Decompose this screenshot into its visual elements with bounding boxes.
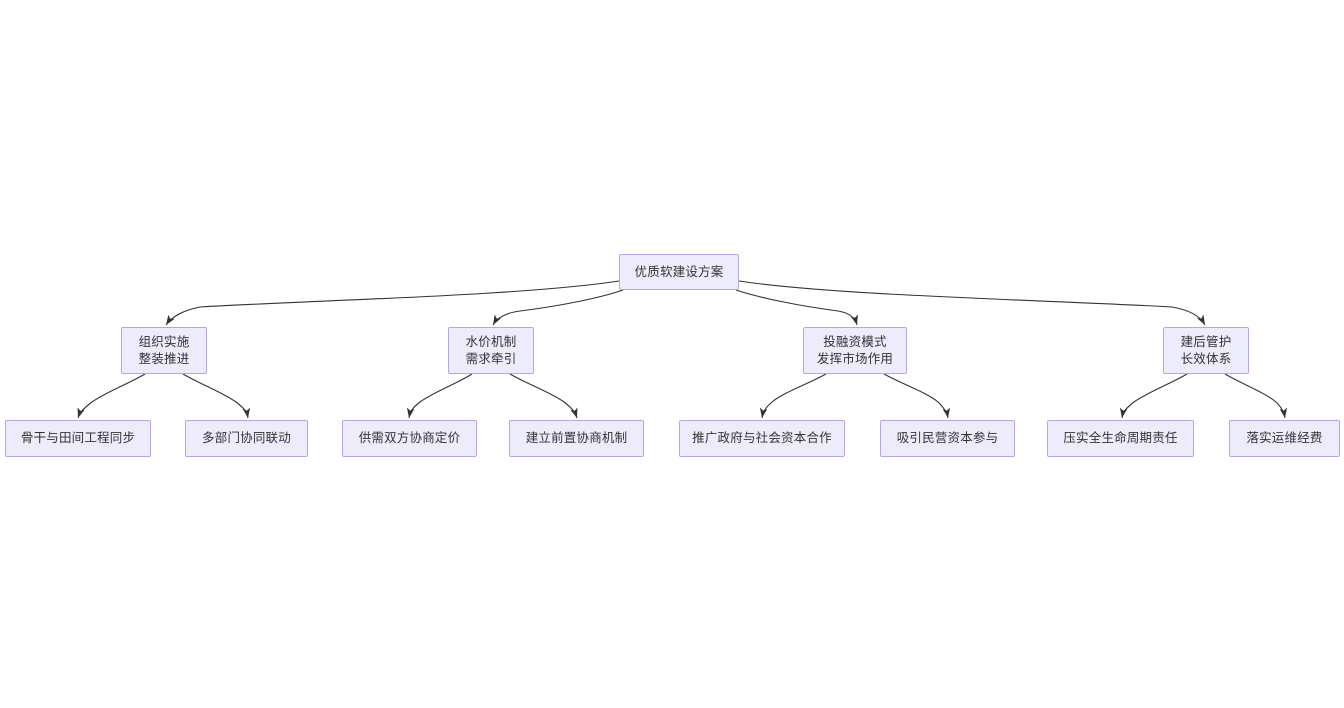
edge-b3-to-l5 — [759, 373, 827, 419]
edge-b4-to-l8 — [1224, 373, 1288, 419]
edge-b3-to-l6 — [883, 373, 951, 419]
node-label-b2: 水价机制 需求牵引 — [465, 334, 517, 366]
edges-group — [77, 280, 1288, 419]
node-label-b4: 建后管护 长效体系 — [1180, 334, 1232, 366]
edge-b2-to-l3 — [406, 373, 473, 419]
node-l8[interactable]: 落实运维经费 — [1229, 420, 1340, 457]
node-label-l4: 建立前置协商机制 — [525, 431, 628, 445]
node-label-b1: 组织实施 整装推进 — [138, 334, 190, 366]
node-l6[interactable]: 吸引民营资本参与 — [880, 420, 1015, 457]
edge-b1-to-l1 — [77, 373, 146, 419]
edge-root-to-b1 — [165, 280, 620, 326]
node-label-l6: 吸引民营资本参与 — [896, 431, 999, 445]
node-label-l7: 压实全生命周期责任 — [1063, 431, 1178, 445]
node-b3[interactable]: 投融资模式 发挥市场作用 — [803, 327, 907, 374]
node-l4[interactable]: 建立前置协商机制 — [509, 420, 644, 457]
edge-b2-to-l4 — [509, 373, 578, 419]
edge-root-to-b4 — [738, 280, 1206, 326]
node-l7[interactable]: 压实全生命周期责任 — [1047, 420, 1194, 457]
node-label-l1: 骨干与田间工程同步 — [20, 431, 136, 445]
edge-root-to-b2 — [492, 289, 624, 326]
node-label-l3: 供需双方协商定价 — [358, 431, 461, 445]
node-l3[interactable]: 供需双方协商定价 — [342, 420, 477, 457]
node-l5[interactable]: 推广政府与社会资本合作 — [679, 420, 845, 457]
node-b1[interactable]: 组织实施 整装推进 — [121, 327, 207, 374]
node-label-l2: 多部门协同联动 — [202, 431, 291, 445]
edge-b1-to-l2 — [182, 373, 251, 419]
node-label-l8: 落实运维经费 — [1246, 431, 1323, 445]
node-l1[interactable]: 骨干与田间工程同步 — [5, 420, 151, 457]
edge-b4-to-l7 — [1119, 373, 1188, 419]
node-root[interactable]: 优质软建设方案 — [619, 254, 739, 290]
node-label-b3: 投融资模式 发挥市场作用 — [816, 334, 894, 366]
node-label-l5: 推广政府与社会资本合作 — [692, 431, 832, 445]
node-b2[interactable]: 水价机制 需求牵引 — [448, 327, 534, 374]
edge-root-to-b3 — [735, 289, 858, 326]
node-label-root: 优质软建设方案 — [634, 264, 724, 279]
node-l2[interactable]: 多部门协同联动 — [185, 420, 308, 457]
node-b4[interactable]: 建后管护 长效体系 — [1163, 327, 1249, 374]
